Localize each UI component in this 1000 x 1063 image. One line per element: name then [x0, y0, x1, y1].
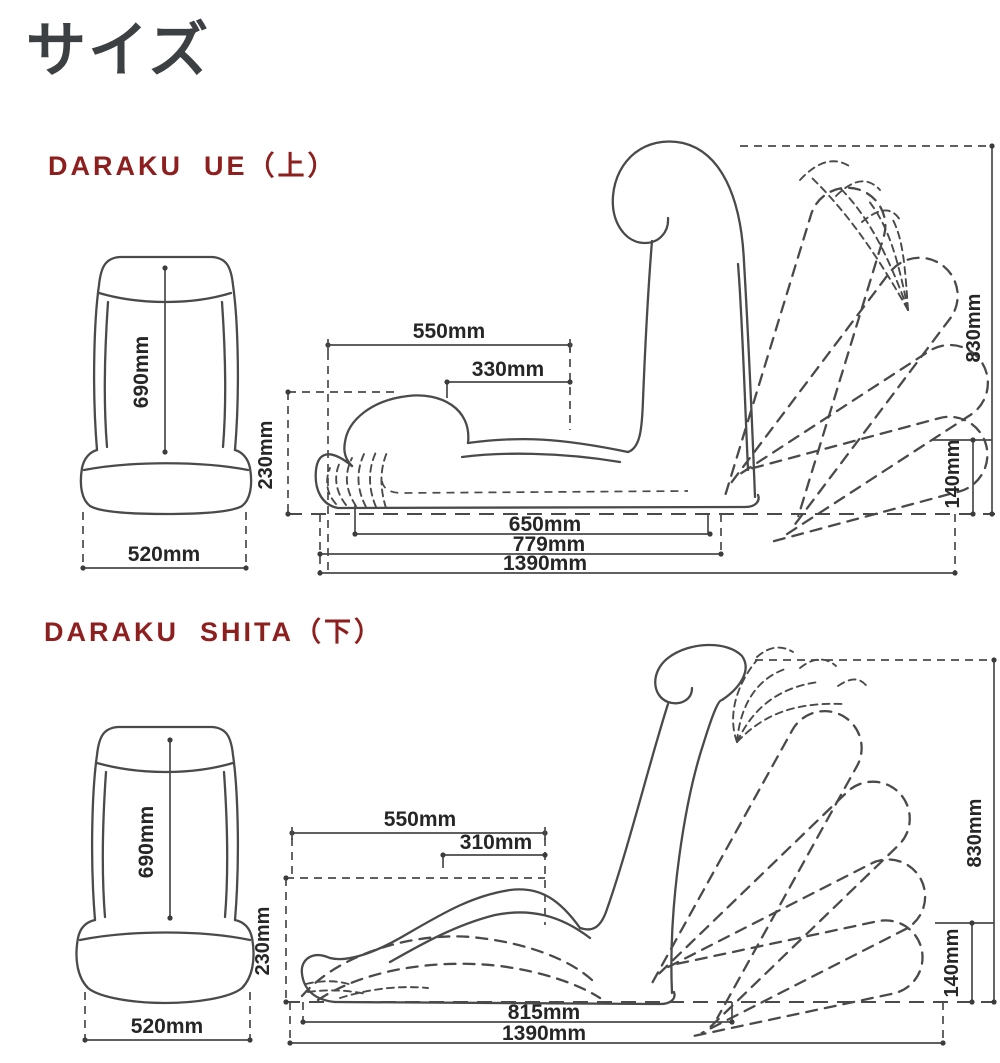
ue-seat-height-label: 230mm — [255, 421, 277, 490]
ue-upright-length-label: 779mm — [513, 533, 585, 556]
shita-reclined-length-label: 815mm — [508, 1001, 580, 1024]
shita-side-view: 550mm 310mm 230mm 830mm — [252, 643, 997, 1046]
shita-seat-height-dim: 230mm — [252, 875, 289, 1005]
ue-legrest-hatching — [326, 449, 389, 509]
ue-front-width-label: 520mm — [128, 543, 200, 566]
ue-upright-length-dim: 779mm — [317, 533, 724, 557]
ue-headrest-positions — [799, 160, 909, 311]
ue-upright-height-label: 830mm — [963, 294, 985, 363]
section-shita-heading: DARAKU SHITA（下） — [44, 617, 384, 647]
shita-front-width-label: 520mm — [131, 1015, 203, 1038]
ue-chair-outline — [314, 140, 760, 510]
ue-back-width-dim: 550mm — [325, 320, 573, 352]
shita-flat-height-label: 140mm — [941, 929, 963, 998]
ue-headrest-width-label: 330mm — [472, 358, 544, 381]
shita-front-width-dim: 520mm — [82, 992, 253, 1043]
shita-back-width-label: 550mm — [384, 808, 456, 831]
ue-headrest-width-dim: 330mm — [444, 358, 573, 385]
shita-headrest-width-label: 310mm — [460, 831, 532, 854]
shita-upright-height-label: 830mm — [964, 799, 986, 868]
ue-recline-positions — [724, 186, 989, 543]
ue-seat-length-label: 650mm — [509, 513, 581, 536]
ue-front-width-dim: 520mm — [80, 512, 249, 571]
page-title: サイズ — [26, 16, 211, 86]
shita-chair-outline — [300, 643, 747, 1006]
shita-upright-height-dim: 830mm — [964, 657, 997, 1005]
shita-foot-hatching — [305, 980, 429, 999]
ue-side-view: 550mm 330mm 230mm 830mm — [255, 140, 995, 576]
shita-headrest-positions — [732, 646, 869, 743]
shita-front-height-label: 690mm — [135, 806, 158, 878]
shita-front-height-dim: 690mm — [135, 737, 173, 921]
ue-flat-height-dim: 140mm — [942, 437, 976, 517]
ue-seat-height-dim: 230mm — [255, 389, 291, 517]
shita-reclined-length-dim: 815mm — [300, 1001, 735, 1025]
shita-headrest-width-dim: 310mm — [440, 831, 548, 858]
ue-front-height-dim: 690mm — [130, 265, 168, 455]
shita-flat-height-dim: 140mm — [941, 920, 975, 1005]
shita-flat-length-label: 1390mm — [502, 1022, 586, 1045]
shita-back-width-dim: 550mm — [289, 808, 548, 840]
ue-front-height-label: 690mm — [130, 336, 153, 408]
ue-back-width-label: 550mm — [413, 320, 485, 343]
ue-upright-height-dim: 830mm — [963, 143, 995, 517]
shita-front-view: 690mm 520mm — [75, 725, 255, 1043]
ue-flat-height-label: 140mm — [942, 440, 964, 509]
shita-flat-length-dim: 1390mm — [287, 1022, 946, 1046]
ue-flat-length-label: 1390mm — [503, 552, 587, 575]
ue-flat-length-dim: 1390mm — [317, 552, 958, 576]
ue-front-view: 690mm 520mm — [79, 255, 253, 571]
shita-seat-height-label: 230mm — [252, 907, 274, 976]
ue-seat-length-dim: 650mm — [352, 513, 713, 537]
shita-recline-positions — [651, 709, 927, 1038]
section-ue-heading: DARAKU UE（上） — [48, 151, 338, 181]
